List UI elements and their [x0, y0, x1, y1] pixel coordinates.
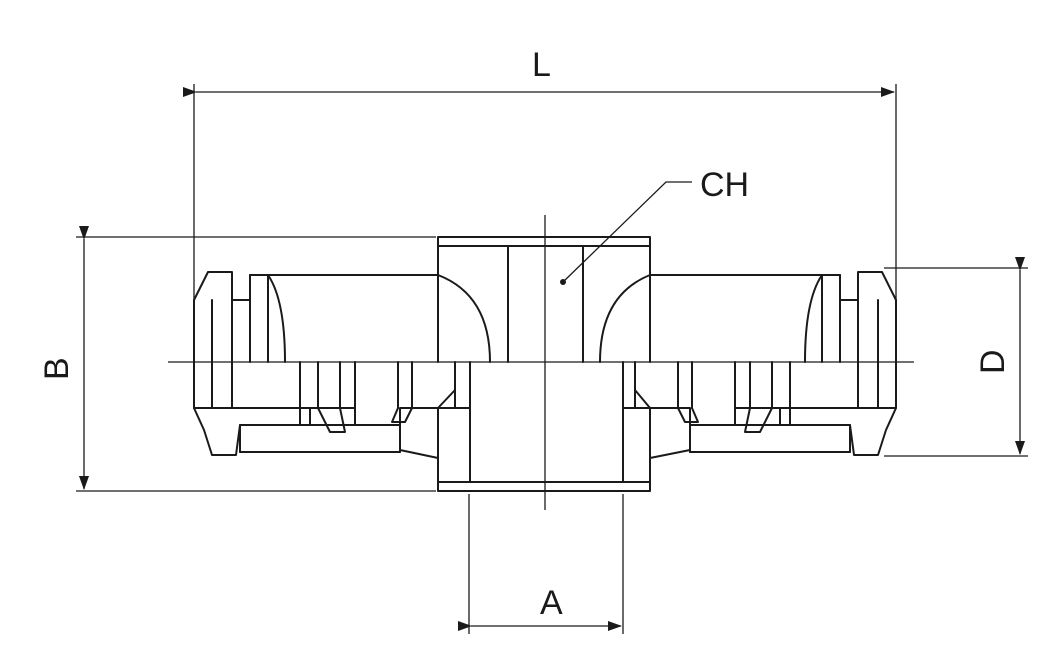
- leader-ch: [560, 181, 692, 285]
- label-b: B: [38, 357, 76, 380]
- dimension-a: [458, 494, 624, 634]
- label-l: L: [532, 46, 551, 84]
- label-ch: CH: [700, 166, 749, 204]
- dimension-l: [183, 84, 897, 300]
- label-a: A: [540, 584, 563, 622]
- dimension-d: [884, 257, 1028, 457]
- fitting-upper-half: [193, 236, 897, 363]
- fitting-section-half: [193, 361, 897, 492]
- dimension-b: [76, 226, 436, 492]
- label-d: D: [974, 349, 1012, 374]
